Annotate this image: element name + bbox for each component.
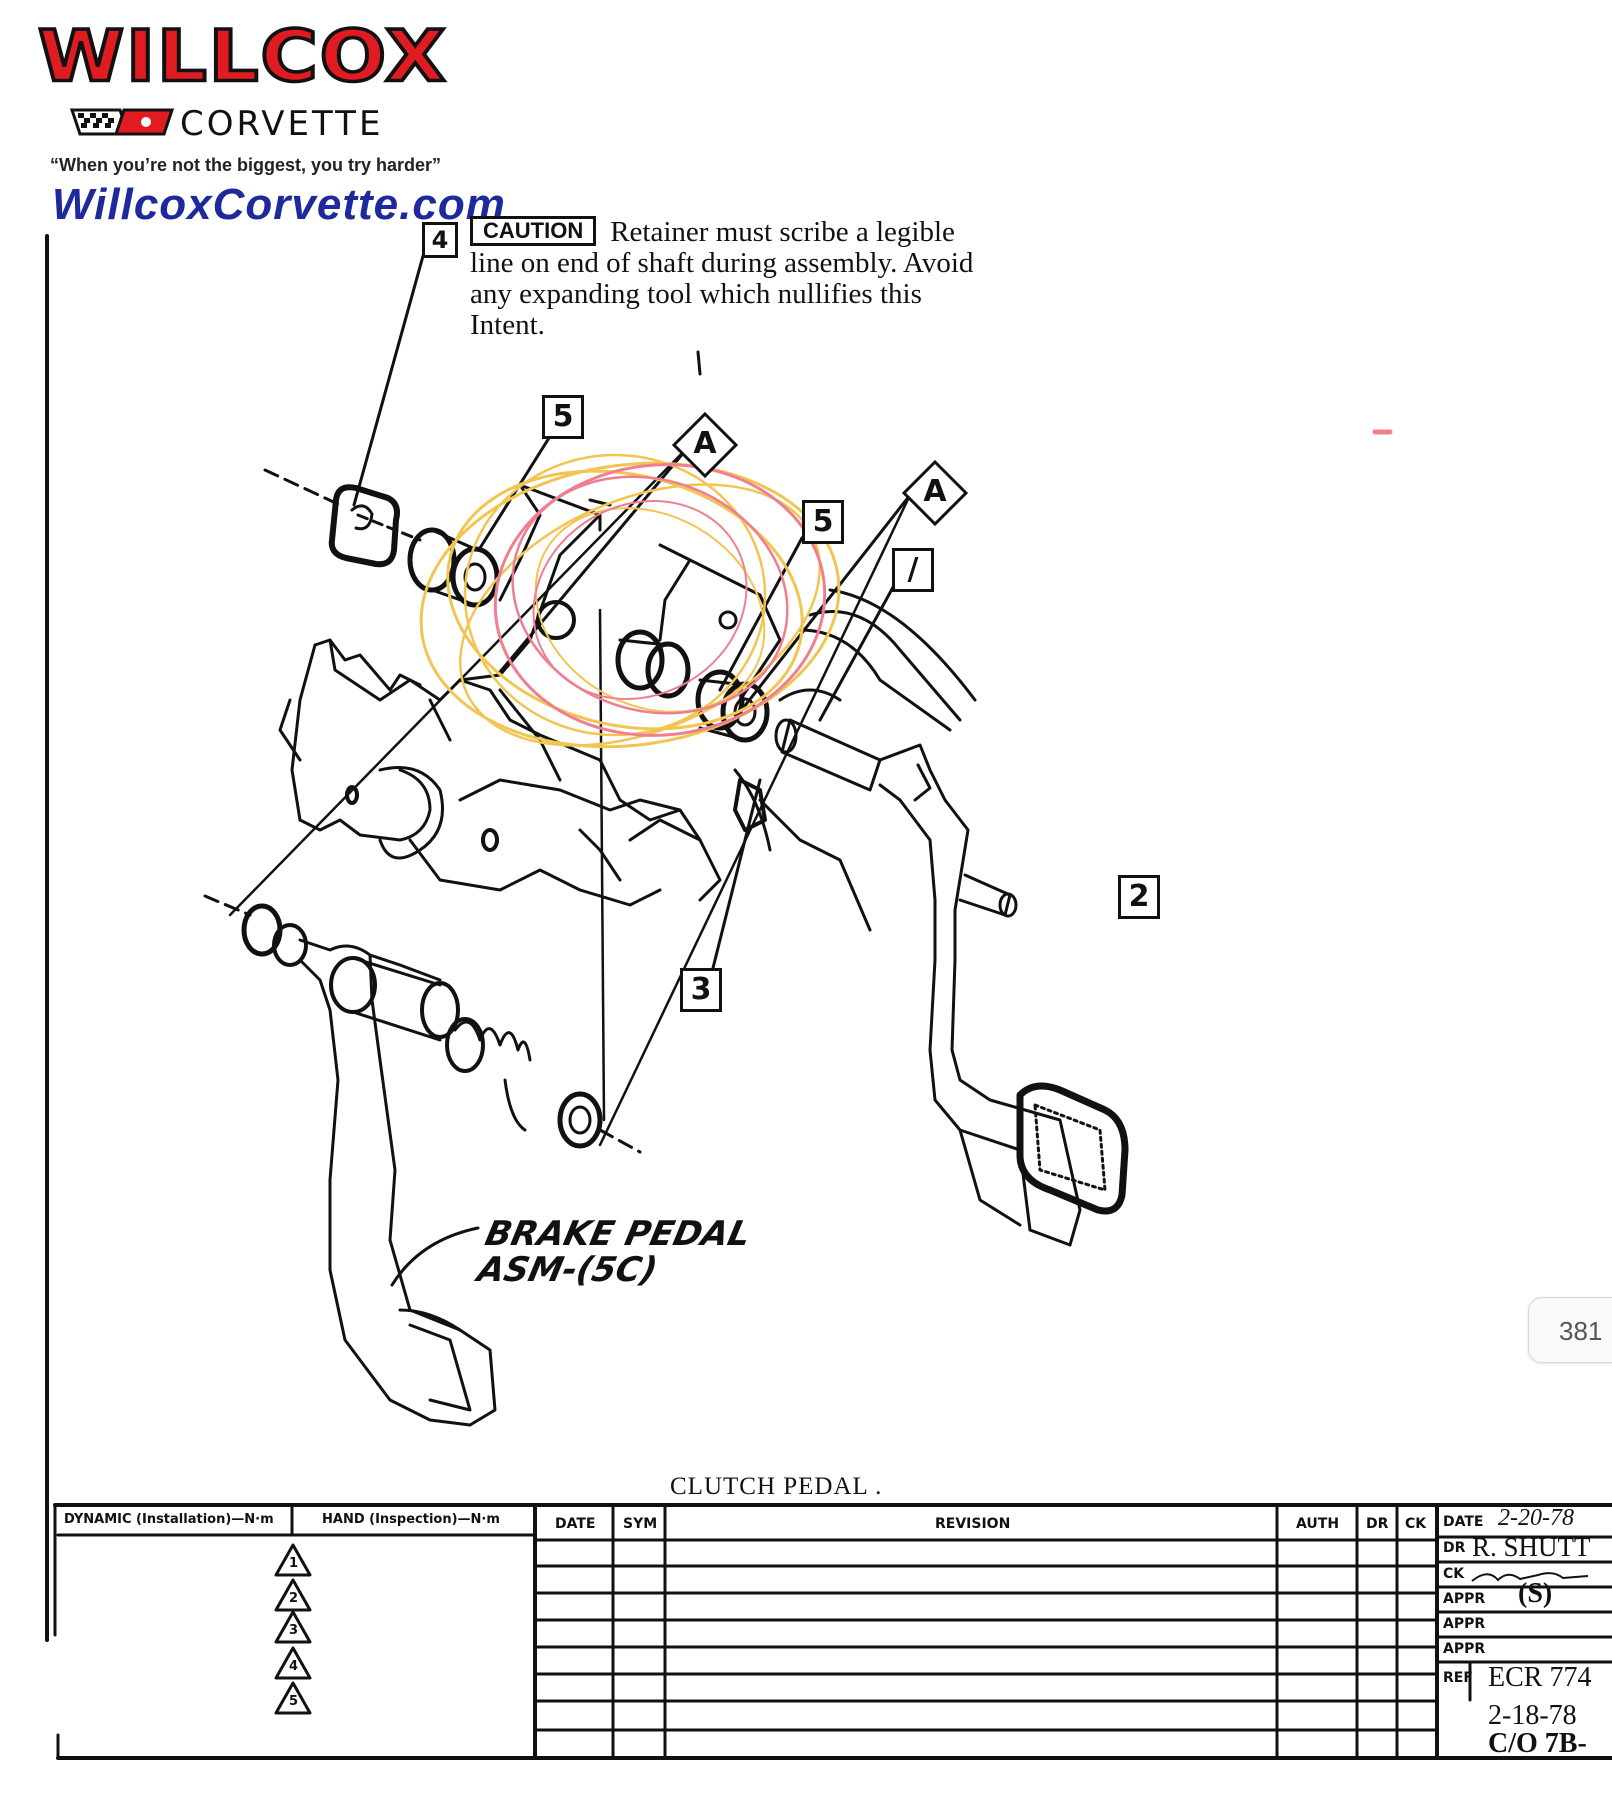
label-dr: DR [1443,1540,1466,1556]
col-revision: REVISION [935,1516,1011,1532]
brake-pedal-label-line2: ASM-(5C) [473,1250,661,1290]
torque-dynamic-header: DYNAMIC (Installation)—N·m [64,1512,274,1527]
bushing-left [407,527,500,608]
logo-subtitle: CORVETTE [180,104,384,144]
callout-a-left: A [693,426,717,461]
triangle-5-label: 5 [289,1694,299,1709]
callout-2: 2 [1118,875,1160,919]
clutch-pedal-pad [1016,1082,1129,1215]
brake-pedal-label: BRAKE PEDAL ASM-(5C) [473,1214,755,1290]
logo-wordmark: WILLCOX [36,16,448,98]
value-date: 2-20-78 [1498,1505,1574,1531]
value-ref-co: C/O 7B- [1488,1728,1587,1759]
callout-a-right-diamond [901,459,969,527]
col-ck: CK [1405,1516,1427,1532]
label-appr-1: APPR [1443,1591,1486,1607]
triangle-1-label: 1 [289,1556,299,1571]
leader-4 [352,236,430,507]
caution-badge: CAUTION [470,216,597,246]
value-ref-ecr: ECR 774 [1488,1662,1592,1693]
col-sym: SYM [623,1516,658,1532]
callout-a-left-diamond [671,411,739,479]
revision-triangles [274,1543,312,1715]
col-dr: DR [1366,1516,1389,1532]
tagline: “When you’re not the biggest, you try ha… [50,155,442,175]
triangle-2-label: 2 [289,1591,299,1606]
caution-text: Retainer must scribe a legible line on e… [470,216,974,341]
triangle-3-label: 3 [289,1623,299,1638]
value-ref-date: 2-18-78 [1488,1700,1577,1731]
value-dr: R. SHUTT [1472,1532,1591,1562]
site-url: WillcoxCorvette.com [52,180,506,229]
brake-pedal-label-line1: BRAKE PEDAL [481,1214,755,1254]
callout-a-right: A [923,474,947,509]
title-block-lines [53,1503,1612,1760]
clutch-pedal [774,718,1082,1247]
page-number-badge[interactable]: 381 [1528,1297,1612,1363]
col-auth: AUTH [1296,1516,1340,1532]
callout-3: 3 [680,968,722,1012]
value-s: (S) [1518,1578,1553,1609]
callout-1: / [892,548,934,592]
label-date: DATE [1443,1514,1484,1530]
crossed-flags-icon [69,108,175,136]
label-appr-3: APPR [1443,1641,1486,1657]
retainer-clip [263,468,422,568]
drawing-title: CLUTCH PEDAL . [670,1473,883,1500]
markup-scribbles [419,429,1393,749]
torque-hand-header: HAND (Inspection)—N·m [322,1512,500,1527]
callout-5-left: 5 [542,395,584,439]
label-ref: REF [1443,1670,1473,1686]
brake-pedal [203,894,642,1427]
triangle-4-label: 4 [289,1659,299,1674]
col-date: DATE [555,1516,596,1532]
callout-5-right: 5 [802,500,844,544]
label-ck: CK [1443,1566,1465,1582]
bushing-right [615,629,770,743]
label-appr-2: APPR [1443,1616,1486,1632]
willcox-logo: WILLCOX CORVETTE “When you’re not the bi… [30,16,510,229]
callout-4: 4 [422,222,458,258]
checker-signature [1471,1572,1589,1582]
